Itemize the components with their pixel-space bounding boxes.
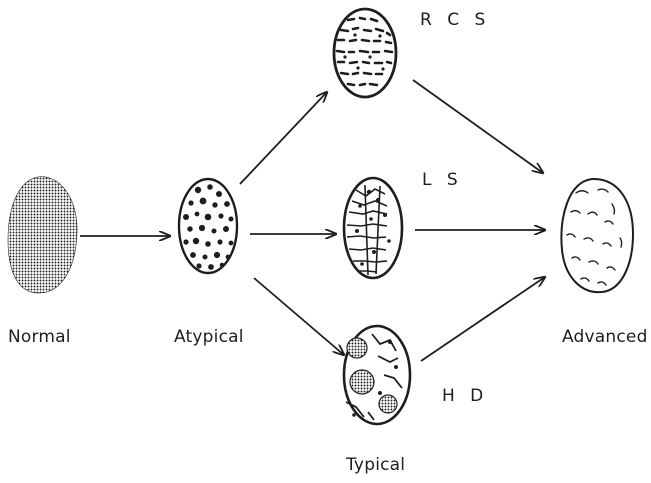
label-rcs: R C S <box>420 10 490 30</box>
arrows <box>80 80 545 361</box>
advanced-cell <box>561 179 633 292</box>
label-hd: H D <box>442 386 488 406</box>
normal-cell <box>8 177 77 293</box>
arrow-hd-to-advanced <box>421 277 545 361</box>
ls-cell <box>344 178 402 278</box>
label-typical: Typical <box>346 455 405 475</box>
arrow-rcs-to-advanced <box>413 80 543 173</box>
label-ls: L S <box>422 170 463 190</box>
arrow-atypical-to-rcs <box>240 92 327 184</box>
atypical-cell <box>179 179 237 273</box>
label-normal: Normal <box>8 327 71 347</box>
label-advanced: Advanced <box>562 327 648 347</box>
label-atypical: Atypical <box>174 327 244 347</box>
hd-cell <box>344 326 410 424</box>
rcs-cell <box>334 9 396 97</box>
arrow-atypical-to-hd <box>254 278 344 355</box>
